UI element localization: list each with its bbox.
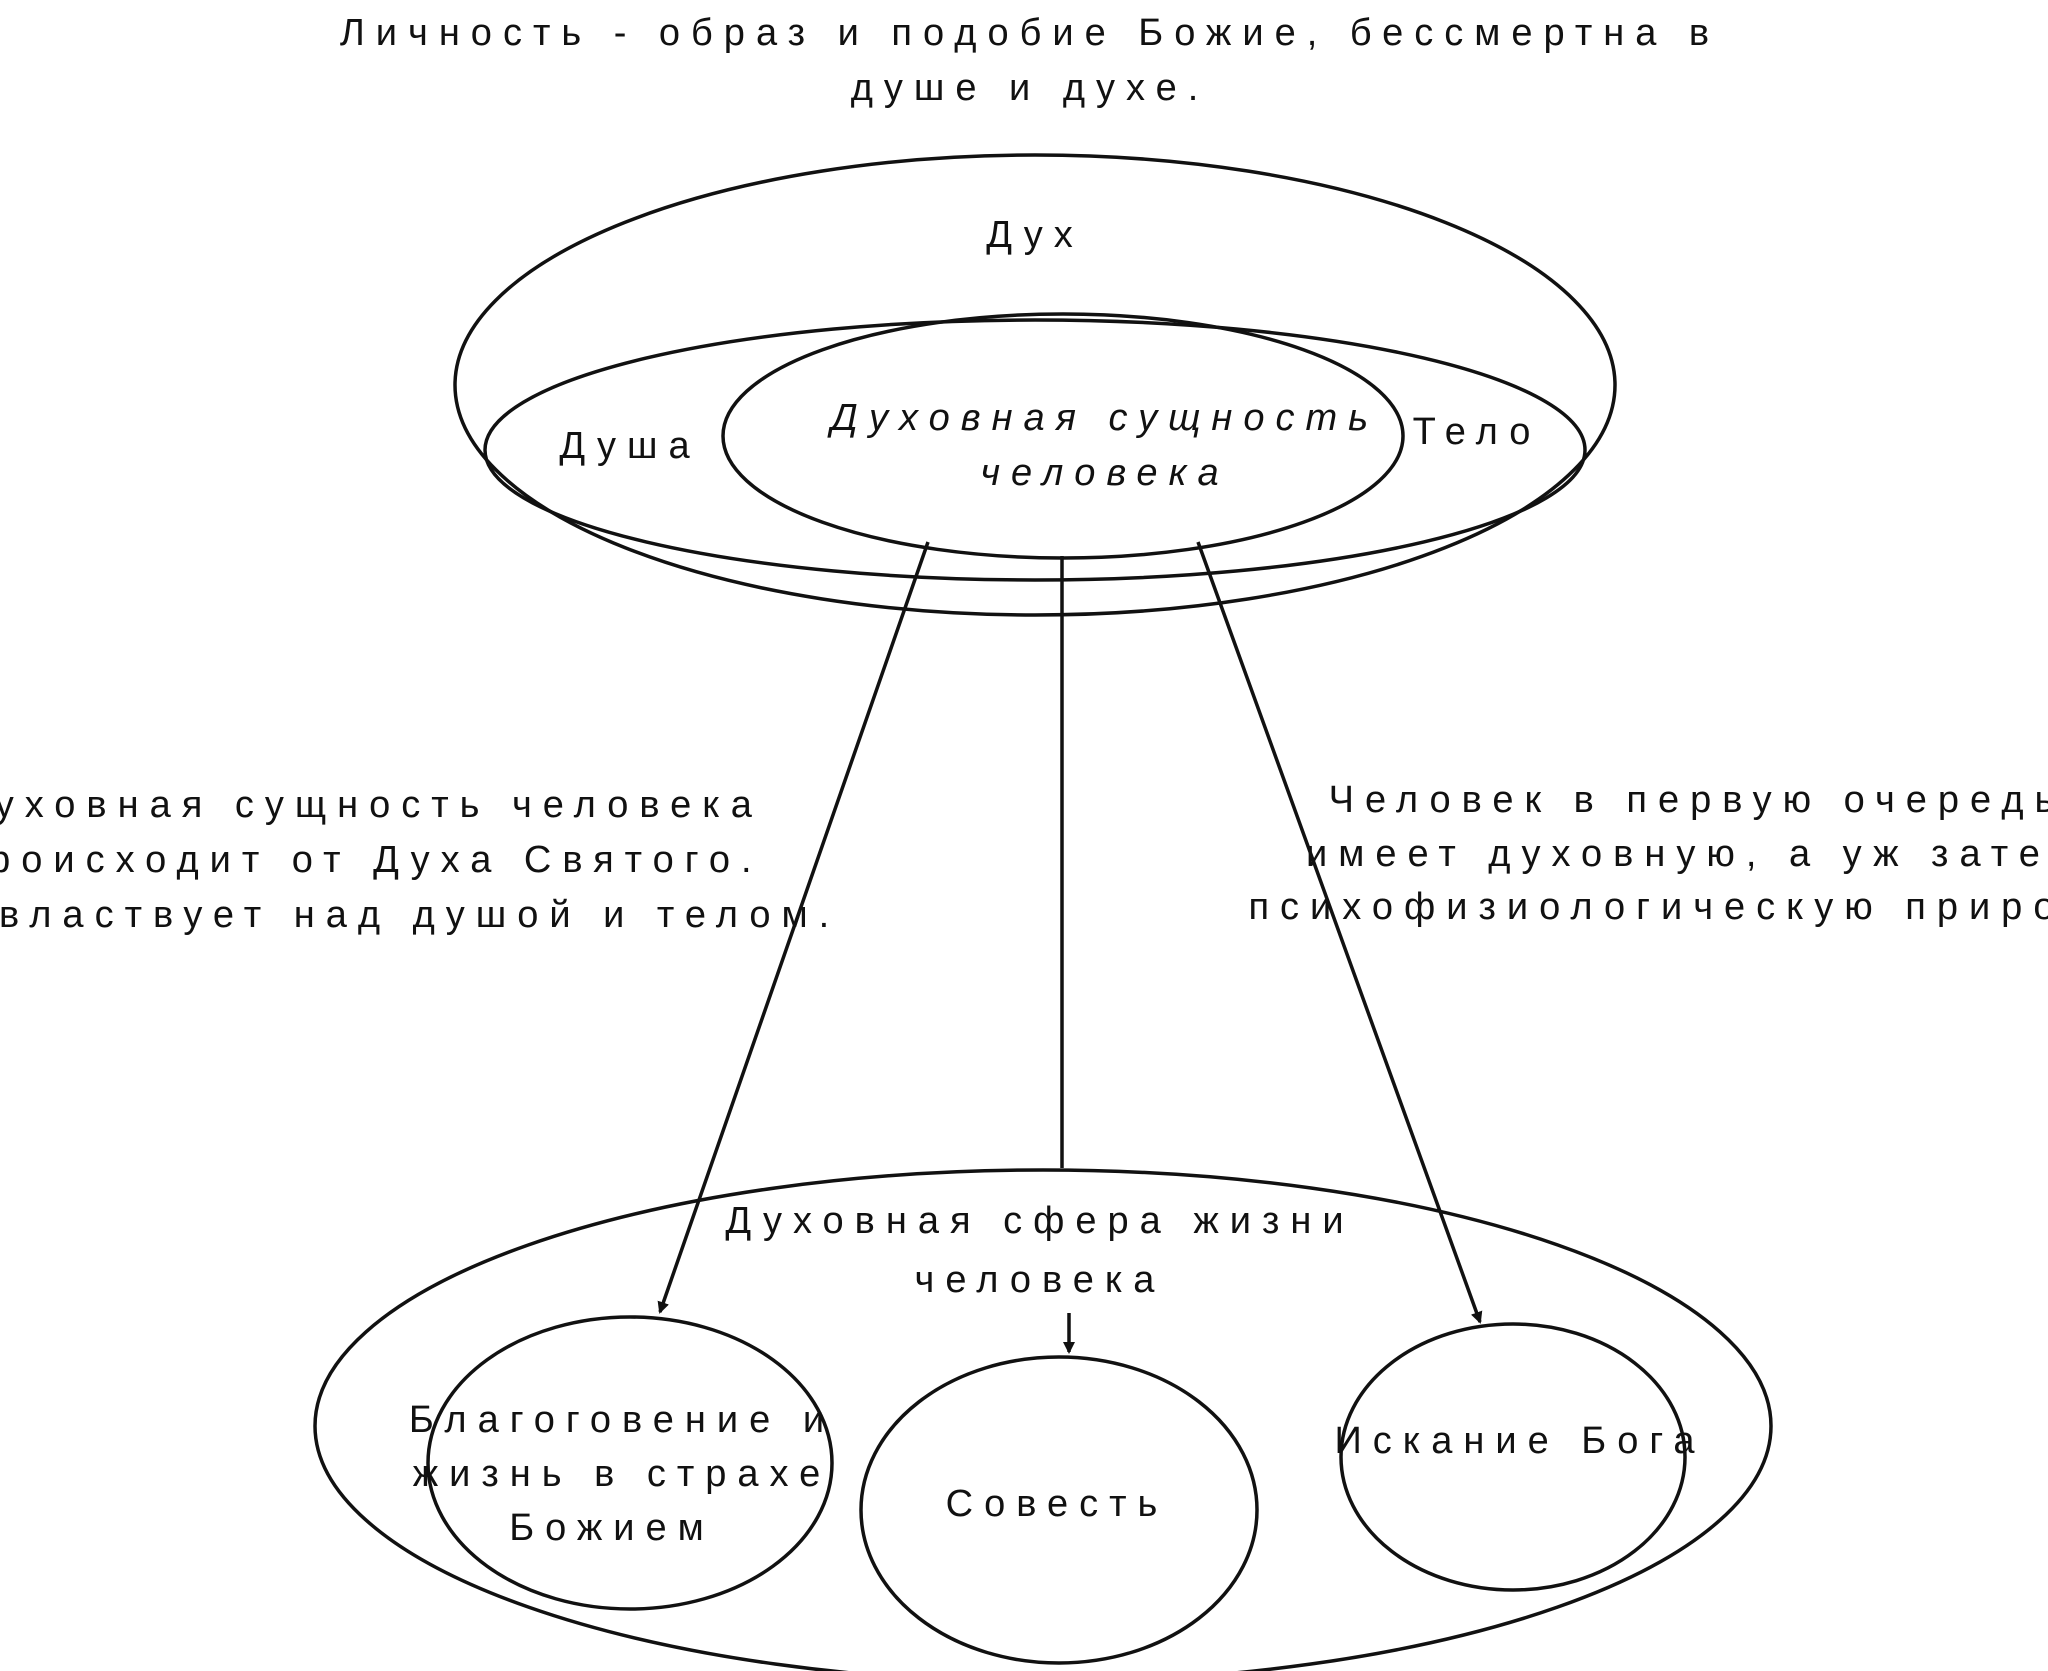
right-note-line-1: Человек в первую очередь: [1329, 779, 2048, 821]
arrow-to-seeking: [1196, 541, 1483, 1324]
conscience-circle: [859, 1355, 1259, 1665]
right-note-line-3: психофизиологическую природу.: [1248, 886, 2048, 928]
left-note-line-2: происходит от Духа Святого.: [0, 839, 763, 881]
soul-label: Душа: [559, 425, 700, 467]
arrow-to-reverence: [657, 541, 930, 1314]
sphere-ellipse: [313, 1168, 1773, 1671]
right-note-line-2: имеет духовную, а уж затем: [1306, 833, 2048, 875]
body-label: Тело: [1413, 411, 1542, 453]
sphere-label-line-2: человека: [915, 1259, 1166, 1301]
title-line-2: душе и духе.: [851, 67, 1210, 109]
title-line-1: Личность - образ и подобие Божие, бессме…: [340, 12, 1720, 54]
sphere-label-line-1: Духовная сфера жизни: [725, 1200, 1354, 1242]
reverence-label-line-3: Божием: [509, 1507, 715, 1549]
essence-label-line-2: человека: [980, 452, 1229, 494]
spirit-ellipse: [453, 153, 1617, 617]
reverence-circle: [426, 1315, 834, 1611]
seeking-label: Искание Бога: [1334, 1420, 1705, 1462]
essence-label-line-1: Духовная сущность: [827, 397, 1379, 439]
spirit-label: Дух: [986, 214, 1084, 256]
reverence-label-line-1: Благоговение и: [409, 1399, 835, 1441]
left-note-line-1: Духовная сущность человека: [0, 784, 763, 826]
conscience-label: Совесть: [946, 1483, 1169, 1525]
seeking-circle: [1339, 1322, 1687, 1592]
reverence-label-line-2: жизнь в страхе: [413, 1453, 832, 1495]
soul-body-ellipse: [483, 318, 1587, 582]
left-note-line-3: Дух властвует над душой и телом.: [0, 894, 840, 936]
